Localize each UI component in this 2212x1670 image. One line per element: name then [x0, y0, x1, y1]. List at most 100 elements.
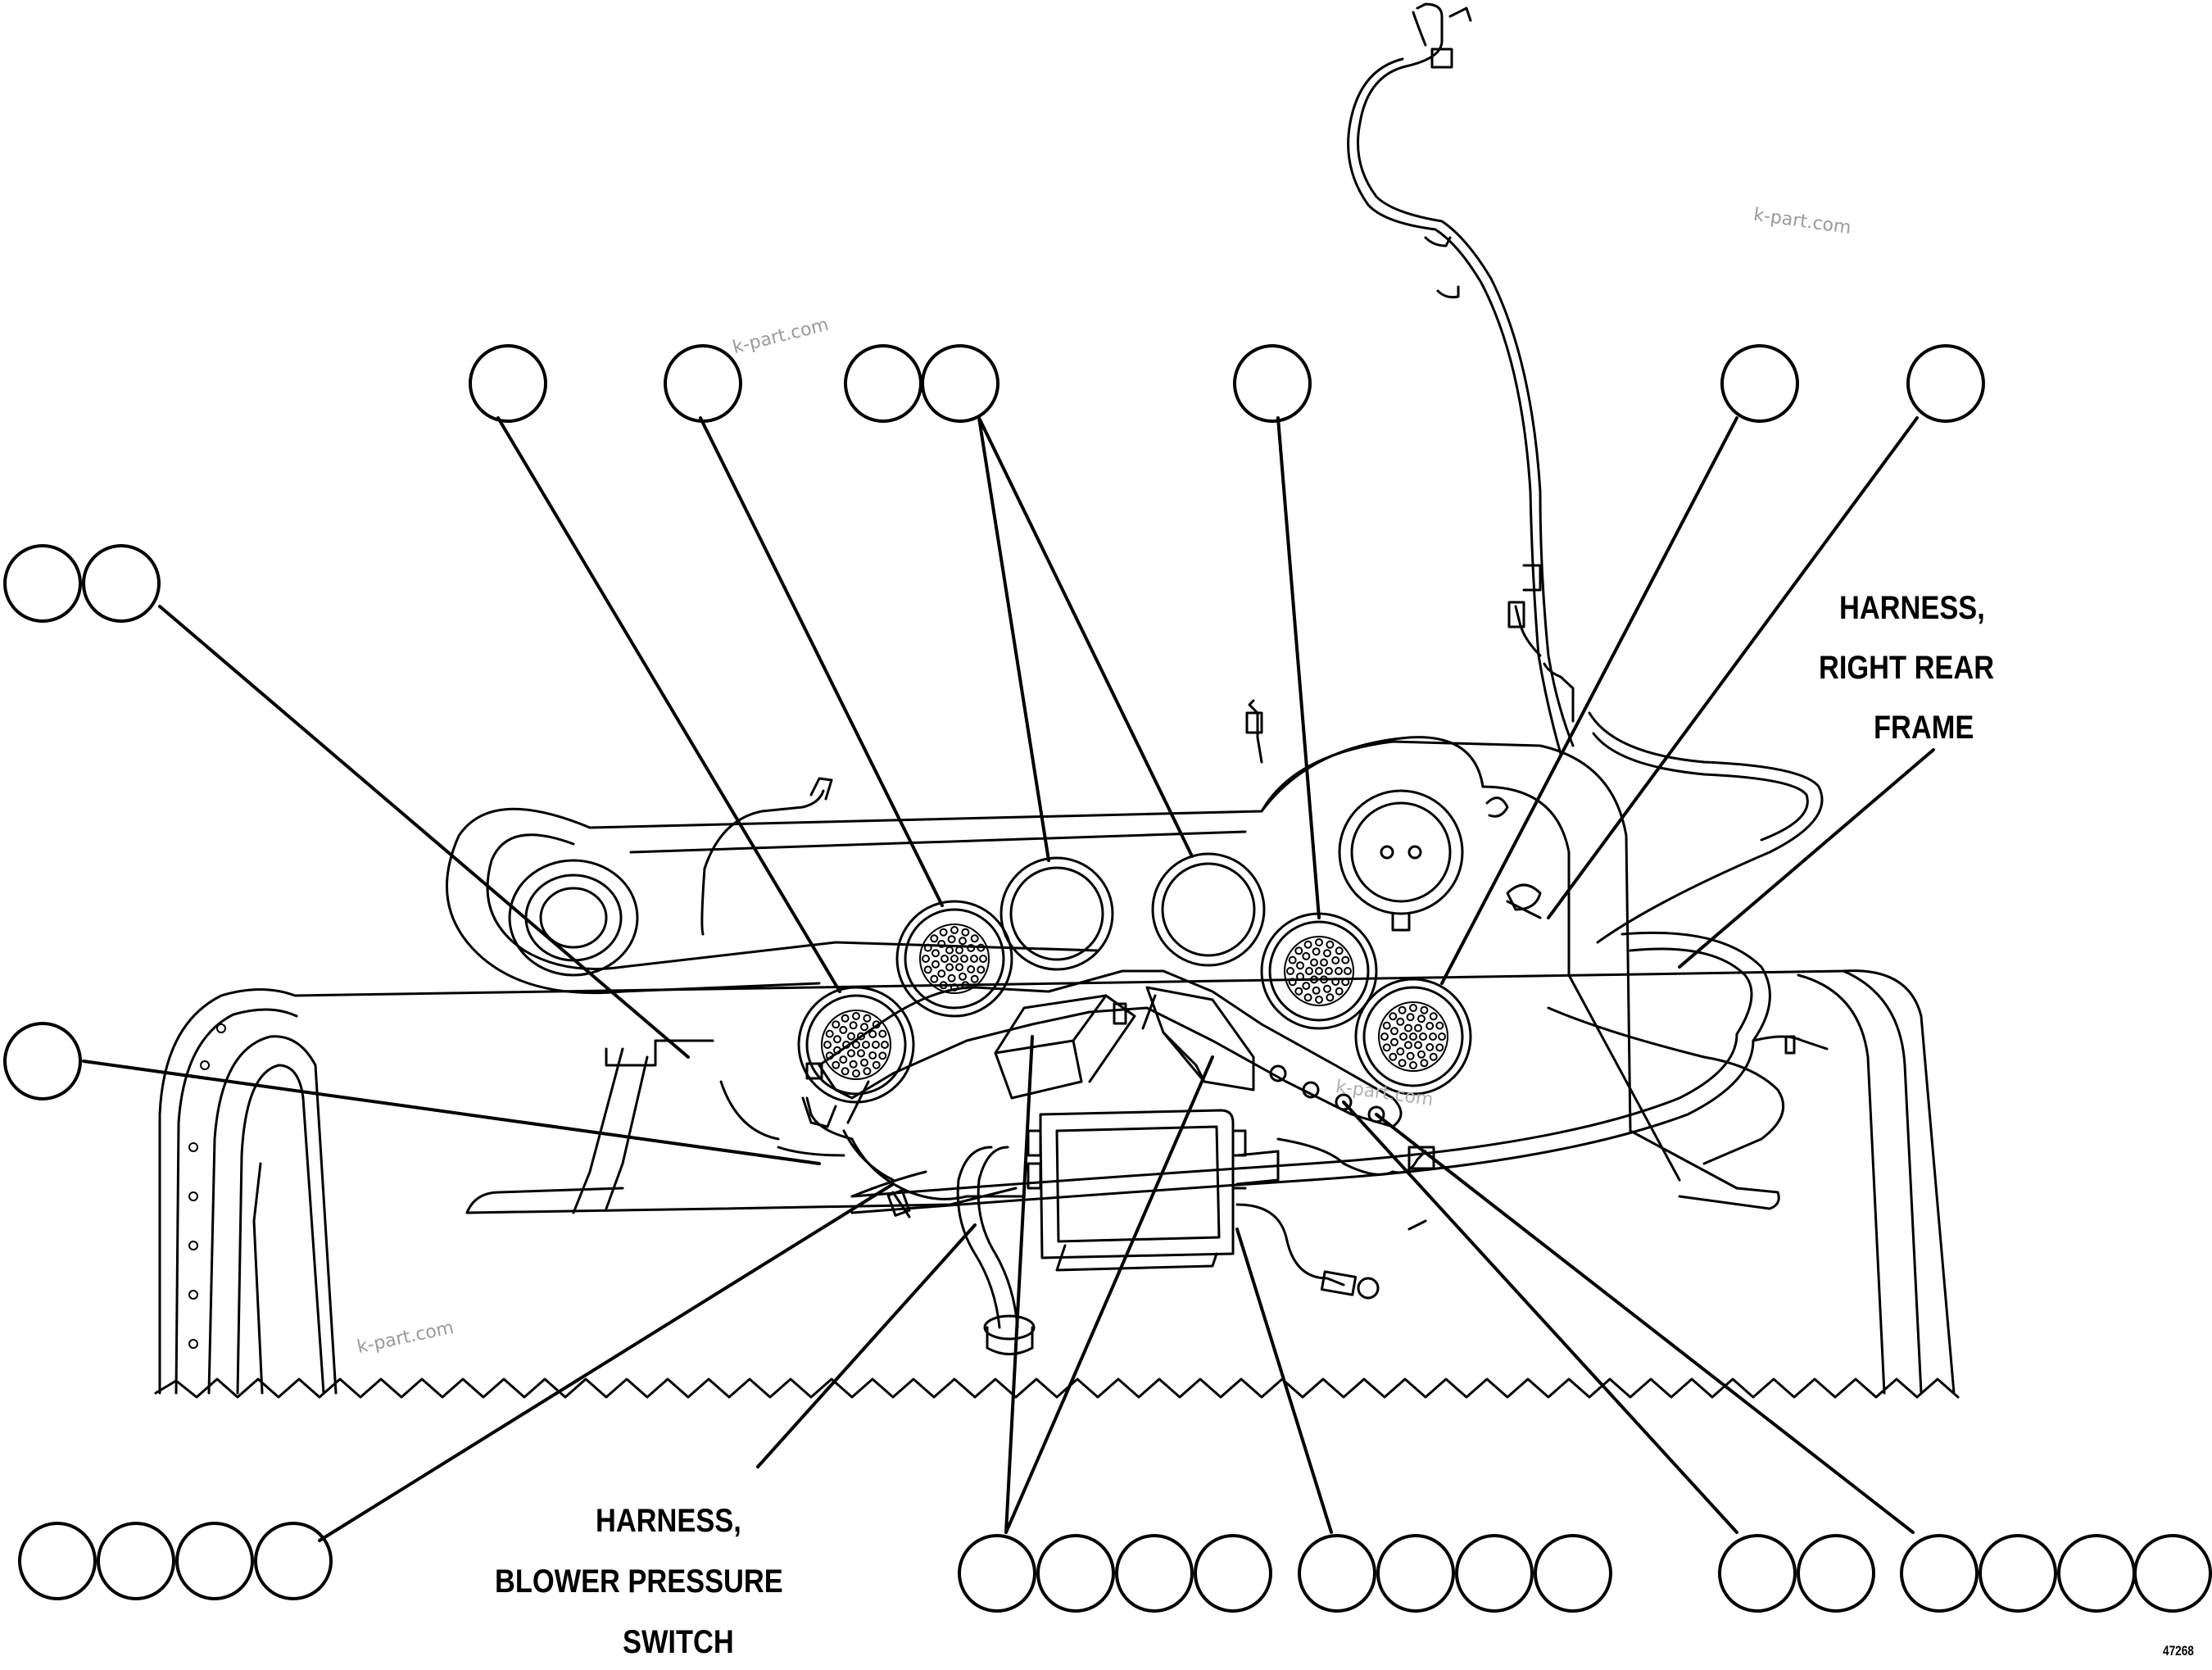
- connector-pin: [1312, 947, 1321, 956]
- connector-pin: [1315, 996, 1323, 1004]
- connector-pin: [1382, 1043, 1391, 1052]
- callout-balloon: [1298, 1534, 1376, 1613]
- connector-pin: [1288, 978, 1297, 987]
- connector-pin: [1326, 940, 1335, 949]
- connector-pin: [1398, 1059, 1407, 1068]
- connector-pin: [841, 1014, 850, 1023]
- callout-balloon: [97, 1522, 175, 1600]
- connector-pin: [1344, 967, 1352, 975]
- connector-pin: [955, 963, 963, 972]
- connector-pin: [950, 983, 959, 992]
- connector-pin: [1417, 1014, 1426, 1023]
- connector-pin: [832, 1020, 841, 1029]
- connector-pin: [939, 928, 948, 937]
- connector-pin: [937, 969, 946, 978]
- connector-pin: [847, 1049, 855, 1058]
- connector-pin: [931, 949, 940, 958]
- connector-pin: [1409, 1032, 1417, 1041]
- connector-pin: [1396, 1047, 1405, 1056]
- connector-2: [895, 900, 1013, 1018]
- connector-pin: [1409, 1004, 1417, 1012]
- callout-balloon: [469, 344, 547, 423]
- connector-pin: [1389, 1052, 1398, 1061]
- connector-pin: [868, 1051, 877, 1060]
- connector-1: [797, 986, 915, 1104]
- connector-pin: [1414, 1041, 1422, 1050]
- connector-pin: [1323, 949, 1331, 958]
- connector-pin: [939, 981, 948, 990]
- connector-pin: [1335, 987, 1344, 996]
- connector-pin: [1380, 1032, 1389, 1041]
- connector-pin: [881, 1041, 889, 1049]
- connector-pin: [1406, 1013, 1415, 1022]
- connector-pin: [852, 1041, 860, 1049]
- control-box: [1027, 1109, 1247, 1272]
- connector-pin: [923, 943, 932, 952]
- connector-pin: [1406, 1051, 1415, 1060]
- connector-pin: [878, 1029, 887, 1038]
- connector-pin: [825, 1051, 834, 1060]
- label-blower-pressure-switch-line3: SWITCH: [623, 1624, 734, 1660]
- connector-pin: [832, 1060, 841, 1069]
- connector-pin: [860, 1023, 868, 1032]
- connector-pin: [1390, 1037, 1398, 1046]
- connector-pin: [1288, 955, 1297, 964]
- connector-pin: [839, 1055, 848, 1064]
- callout-balloon: [1036, 1534, 1115, 1613]
- connector-pin: [1331, 978, 1340, 986]
- leader-lines: [82, 416, 1935, 1542]
- connector-pin: [931, 960, 940, 969]
- connector-3: [999, 856, 1114, 971]
- connector-pin: [1435, 1021, 1444, 1030]
- label-blower-pressure-switch-line1: HARNESS,: [596, 1503, 741, 1539]
- connector-pin: [977, 965, 986, 974]
- callout-balloon: [82, 544, 161, 623]
- connector-pin: [857, 1032, 865, 1041]
- connector-pin: [970, 934, 979, 943]
- connector-5: [1260, 912, 1378, 1030]
- connector-pin: [937, 939, 946, 948]
- connector-pin: [930, 974, 939, 983]
- connector-pin: [923, 965, 932, 974]
- callout-balloons: [3, 344, 2212, 1613]
- connector-pin: [1312, 986, 1321, 995]
- connector-pin: [1396, 1017, 1405, 1026]
- connector-pin: [1286, 967, 1294, 975]
- callout-balloon: [1906, 344, 1985, 423]
- connector-pin: [1382, 1021, 1391, 1030]
- label-right-rear-frame-line1: HARNESS,: [1839, 590, 1985, 626]
- connector-pin: [1426, 1043, 1435, 1051]
- connector-pin: [863, 1067, 872, 1076]
- callout-balloon: [1900, 1534, 1979, 1613]
- connector-pin: [1435, 1043, 1444, 1052]
- connector-pin: [945, 946, 954, 955]
- connector-pin: [1398, 1005, 1407, 1014]
- connector-pin: [857, 1049, 865, 1058]
- connector-pin: [970, 974, 979, 983]
- connector-pin: [959, 937, 967, 946]
- connector-pin: [1419, 1032, 1427, 1041]
- callout-balloon: [844, 344, 922, 423]
- connector-pin: [852, 1012, 860, 1020]
- connector-pin: [839, 1025, 848, 1034]
- callout-balloon: [175, 1522, 254, 1600]
- connector-pin: [841, 1067, 850, 1076]
- connector-pin: [833, 1046, 841, 1055]
- connector-pin: [833, 1035, 841, 1044]
- connector-pin: [1320, 958, 1328, 967]
- connector-pin: [1429, 1032, 1437, 1041]
- connector-pin: [960, 955, 968, 963]
- connector-pin: [1325, 967, 1333, 975]
- callout-balloon: [2057, 1534, 2136, 1613]
- connector-pin: [860, 1058, 868, 1067]
- connector-pin: [945, 963, 954, 972]
- connector-pin: [961, 981, 970, 990]
- connector-pin: [1429, 1052, 1438, 1061]
- callout-balloon: [1534, 1534, 1612, 1613]
- connector-pin: [947, 935, 956, 944]
- connector-pin: [1335, 967, 1343, 975]
- connector-pin: [1294, 987, 1303, 996]
- connector-plate: [801, 969, 1403, 1128]
- callout-balloon: [254, 1522, 333, 1600]
